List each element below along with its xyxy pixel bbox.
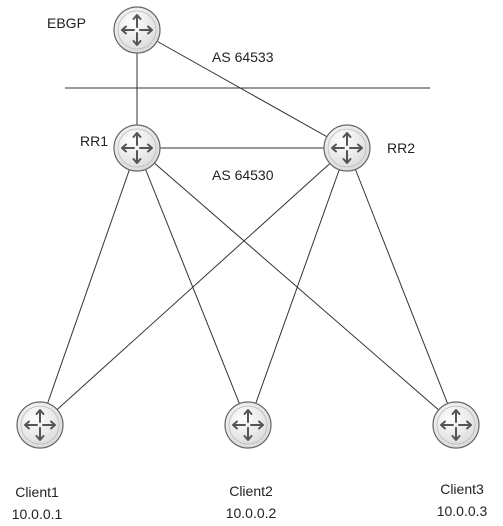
arrow-down-icon: [243, 427, 253, 441]
link-rr1-client2: [136, 147, 249, 426]
arrow-down-icon: [132, 150, 142, 164]
arrow-up-icon: [451, 409, 461, 423]
router-ring: [117, 128, 157, 168]
arrow-down-icon: [342, 150, 352, 164]
arrow-down-icon: [35, 427, 45, 441]
router-ring: [228, 405, 268, 445]
router-ebgp: [113, 6, 161, 54]
arrow-right-icon: [139, 143, 153, 153]
arrow-down-icon: [132, 32, 142, 46]
router-body: [113, 6, 161, 54]
client3-ip: 10.0.0.3: [436, 503, 488, 519]
router-body: [224, 401, 272, 449]
links-layer: [39, 29, 457, 426]
router-icon: [121, 14, 153, 46]
arrow-left-icon: [232, 420, 246, 430]
arrow-left-icon: [440, 420, 454, 430]
router-rr1: [113, 124, 161, 172]
arrow-left-icon: [331, 143, 345, 153]
arrow-down-icon: [451, 427, 461, 441]
arrow-right-icon: [349, 143, 363, 153]
router-body: [113, 124, 161, 172]
router-client1: [16, 401, 64, 449]
router-ring: [117, 10, 157, 50]
router-icon: [232, 409, 264, 441]
router-icon: [24, 409, 56, 441]
router-body: [432, 401, 480, 449]
link-rr2-client2: [247, 147, 348, 426]
arrow-right-icon: [458, 420, 472, 430]
arrow-right-icon: [139, 25, 153, 35]
ebgp-label: EBGP: [47, 15, 86, 31]
arrow-left-icon: [24, 420, 38, 430]
nodes-layer: [16, 6, 480, 449]
link-rr1-client3: [136, 147, 457, 426]
router-icon: [440, 409, 472, 441]
client1-ip: 10.0.0.1: [11, 506, 63, 522]
arrow-up-icon: [132, 132, 142, 146]
router-client3: [432, 401, 480, 449]
arrow-right-icon: [42, 420, 56, 430]
router-ring: [327, 128, 367, 168]
link-rr2-client3: [346, 147, 457, 426]
arrow-up-icon: [243, 409, 253, 423]
as-64533-label: AS 64533: [212, 49, 274, 65]
client1-label: Client1: [15, 484, 59, 500]
arrow-up-icon: [342, 132, 352, 146]
router-client2: [224, 401, 272, 449]
router-rr2: [323, 124, 371, 172]
client3-label: Client3: [440, 481, 484, 497]
arrow-right-icon: [250, 420, 264, 430]
arrow-left-icon: [121, 143, 135, 153]
as-64530-label: AS 64530: [212, 167, 274, 183]
link-rr2-client1: [39, 147, 348, 426]
arrow-left-icon: [121, 25, 135, 35]
link-ebgp-rr2: [136, 29, 348, 149]
client2-ip: 10.0.0.2: [225, 505, 277, 521]
router-body: [323, 124, 371, 172]
link-rr1-client1: [39, 147, 138, 426]
rr1-label: RR1: [80, 133, 109, 149]
router-icon: [331, 132, 363, 164]
router-body: [16, 401, 64, 449]
arrow-up-icon: [35, 409, 45, 423]
router-icon: [121, 132, 153, 164]
router-ring: [436, 405, 476, 445]
rr2-label: RR2: [387, 140, 416, 156]
arrow-up-icon: [132, 14, 142, 28]
router-ring: [20, 405, 60, 445]
client2-label: Client2: [229, 483, 273, 499]
